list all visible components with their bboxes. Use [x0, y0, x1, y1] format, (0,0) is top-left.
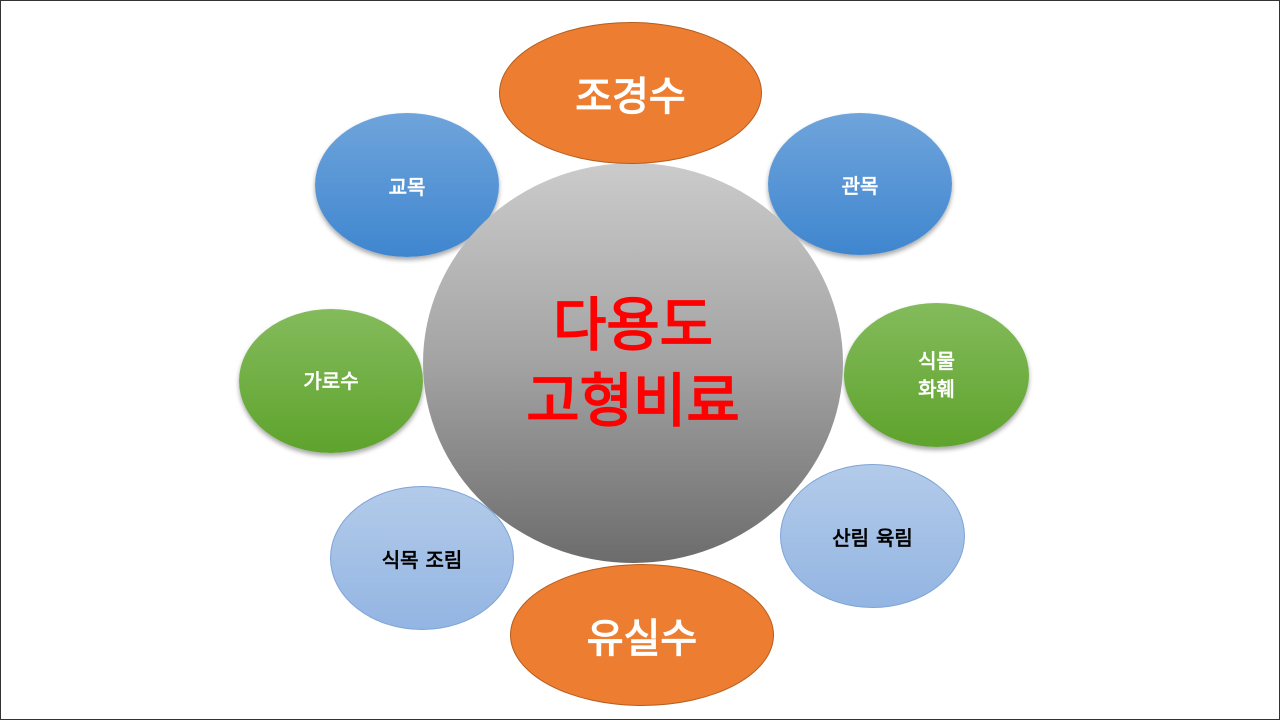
node-label: 유실수 [586, 616, 698, 662]
node-tall-tree: 교목 [315, 113, 499, 257]
node-label: 관목 [841, 173, 879, 198]
node-label-line1: 식물 [918, 349, 955, 373]
node-planting-afforestation: 식목 조림 [330, 486, 514, 630]
node-label-line2: 화훼 [918, 377, 955, 401]
center-circle: 다용도 고형비료 [423, 163, 843, 563]
node-label: 식목 조림 [381, 547, 463, 572]
node-label: 교목 [388, 174, 426, 199]
node-fruit-tree: 유실수 [510, 564, 774, 706]
node-plants-flowers: 식물 화훼 [844, 303, 1029, 447]
node-landscape-tree: 조경수 [499, 22, 762, 164]
node-forest-cultivation: 산림 육림 [780, 464, 965, 608]
node-label: 산림 육림 [832, 525, 913, 550]
center-title-line2: 고형비료 [526, 367, 740, 435]
node-street-tree: 가로수 [239, 309, 423, 453]
node-label: 가로수 [303, 369, 359, 393]
node-shrub: 관목 [768, 113, 952, 255]
node-label: 조경수 [575, 74, 686, 120]
center-title-line1: 다용도 [552, 291, 714, 359]
